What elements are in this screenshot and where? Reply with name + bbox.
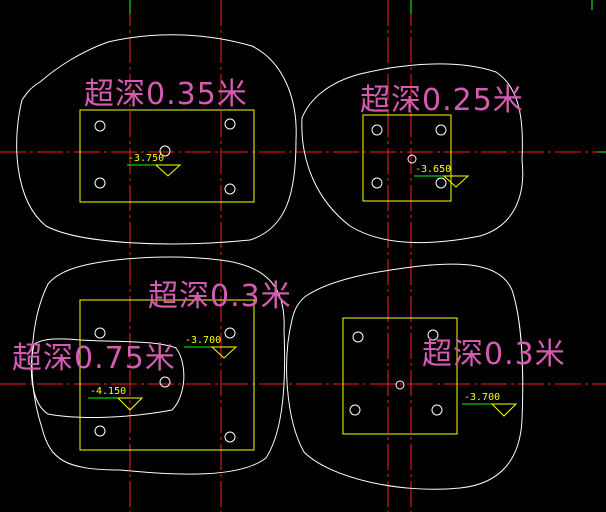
overdig-label-4: 超深0.75米: [12, 341, 176, 376]
pile: [94, 177, 106, 189]
piles: [94, 118, 447, 443]
pile: [159, 376, 171, 388]
pile: [94, 120, 106, 132]
overdig-label-5: 超深0.3米: [422, 337, 566, 372]
elevation-text-5: -3.700: [464, 392, 501, 403]
overdig-label-2: 超深0.25米: [360, 83, 524, 118]
pile: [94, 425, 106, 437]
elevation-text-2: -3.650: [415, 164, 452, 175]
pile: [371, 124, 383, 136]
pile: [224, 183, 236, 195]
elevation-triangle-5: [490, 403, 518, 417]
pile: [349, 404, 361, 416]
pile-cap-1: [79, 109, 255, 203]
elevation-triangle-1: [154, 164, 182, 177]
pile: [224, 431, 236, 443]
elevation-triangle-4: [116, 397, 144, 411]
grid-ticks: [129, 0, 606, 153]
elevation-markers: [88, 164, 518, 417]
pile: [431, 404, 443, 416]
excavation-contours: [16, 34, 524, 490]
pile: [435, 177, 447, 189]
elevation-text-1: -3.750: [128, 153, 165, 164]
pile-cap-2: [362, 114, 452, 202]
pile: [224, 327, 236, 339]
overdig-label-3: 超深0.3米: [148, 279, 292, 314]
pile: [94, 327, 106, 339]
pile: [159, 145, 171, 157]
pile: [407, 154, 417, 164]
pile: [427, 329, 439, 341]
contour-bottom-right: [286, 263, 524, 490]
overdig-label-1: 超深0.35米: [84, 77, 248, 112]
contour-top-right: [301, 63, 524, 244]
pile-caps: [79, 109, 458, 451]
elevation-text-4: -4.150: [90, 386, 127, 397]
contour-bottom-left: [31, 256, 286, 475]
elevation-text-3: -3.700: [185, 335, 222, 346]
pile: [395, 380, 405, 390]
pile-cap-3: [79, 299, 255, 451]
pile: [352, 331, 364, 343]
pile: [224, 118, 236, 130]
elevation-triangle-3: [210, 346, 238, 359]
pile: [435, 124, 447, 136]
pile-cap-4: [342, 317, 458, 435]
pile: [371, 177, 383, 189]
contour-top-left: [16, 34, 297, 245]
elevation-triangle-2: [442, 175, 470, 188]
